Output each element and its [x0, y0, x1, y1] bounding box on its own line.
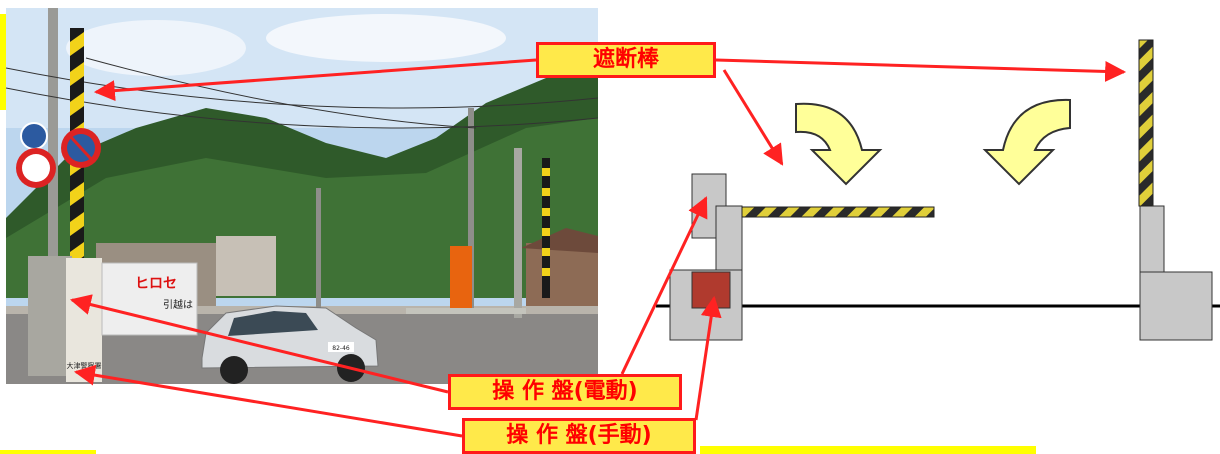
left-barrier-post [715, 205, 743, 271]
curved-arrow-down-left-icon [982, 98, 1071, 186]
right-foundation [1139, 271, 1213, 341]
photo-license-plate: 82-46 [332, 345, 350, 352]
barrier-bar-vertical [1138, 39, 1154, 207]
manual-panel-block [691, 271, 731, 309]
barrier-bar-horizontal [741, 206, 935, 218]
bottom-left-highlight [0, 450, 96, 454]
barrier-label: 遮断棒 [536, 42, 716, 78]
callout-arrows [69, 58, 1127, 438]
photo-truck-side-text: ヒロセ [135, 276, 177, 292]
right-barrier-post [1139, 205, 1165, 273]
manual-panel-label: 操 作 盤(手動) [462, 418, 696, 454]
electric-panel-label: 操 作 盤(電動) [448, 374, 682, 410]
left-highlight-strip [0, 14, 10, 110]
bottom-right-highlight [700, 446, 1036, 454]
railway-crossing-photo: 大津警察署 ヒロセ 引越は 82-46 [6, 8, 598, 384]
photo-truck-back-text: 引越は [163, 298, 193, 311]
curved-arrow-down-right-icon [795, 102, 883, 186]
